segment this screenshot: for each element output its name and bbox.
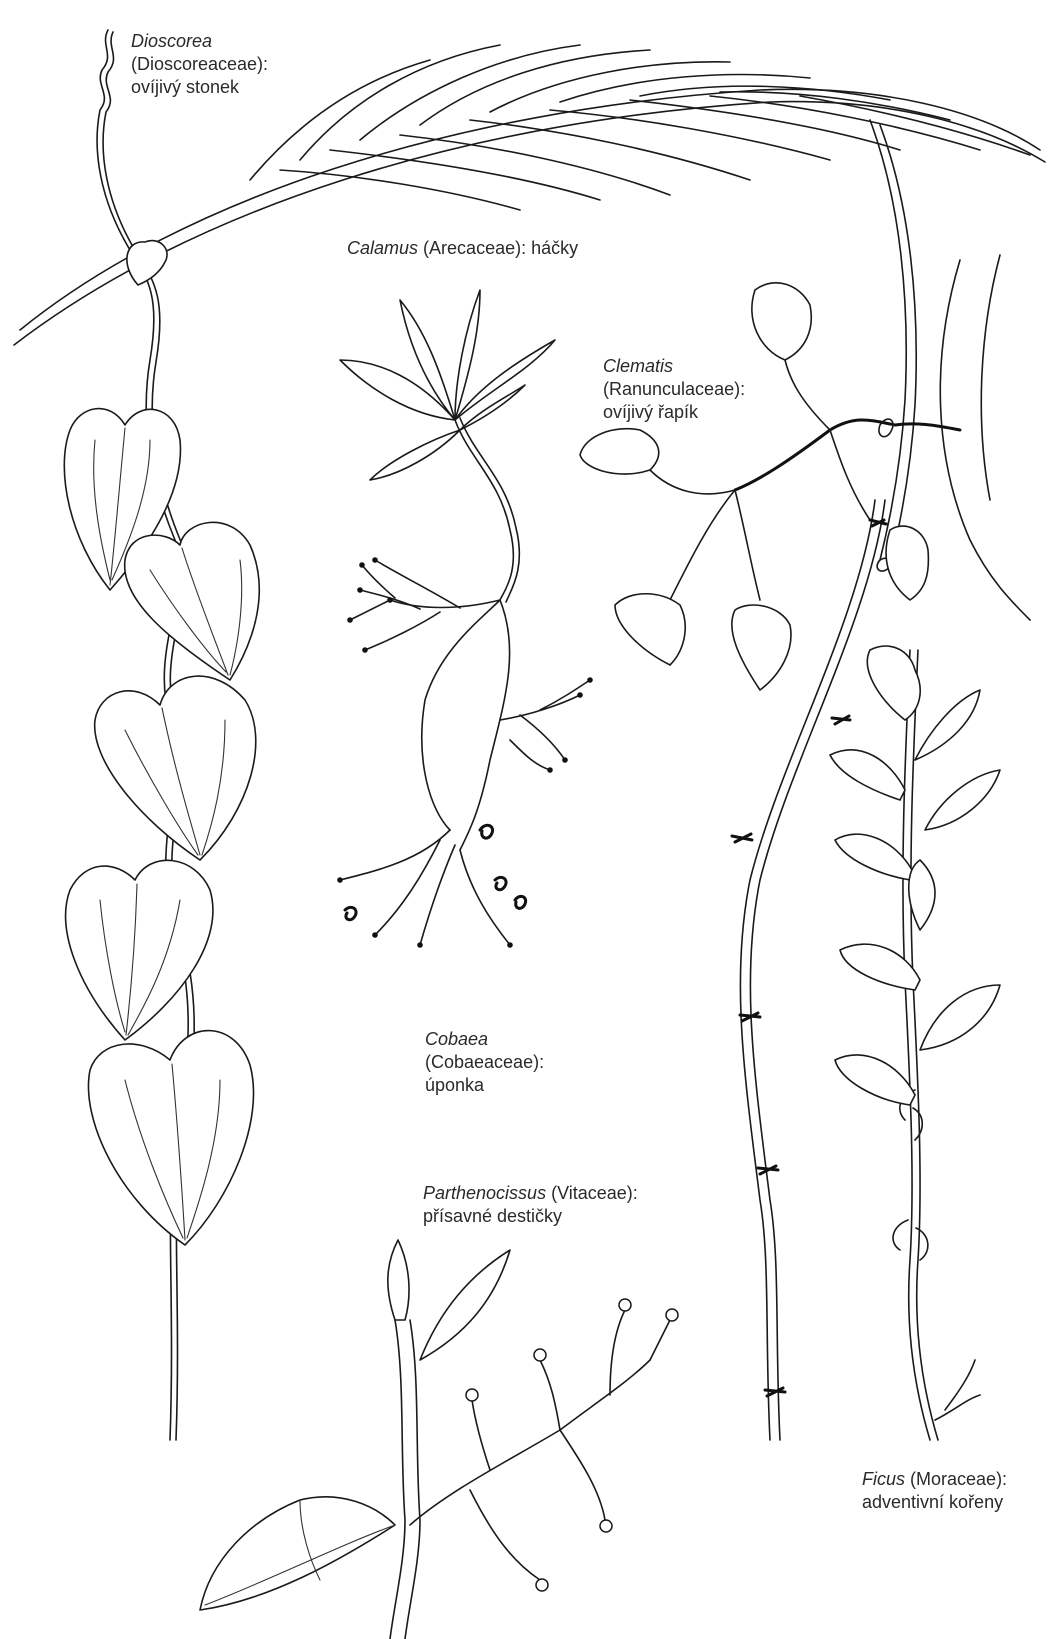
- ficus-genus: Ficus: [862, 1469, 905, 1489]
- clematis-genus: Clematis: [603, 356, 673, 376]
- clematis-desc: ovíjivý řapík: [603, 401, 745, 424]
- ficus-desc: adventivní kořeny: [862, 1491, 1007, 1514]
- parthenocissus-genus: Parthenocissus: [423, 1183, 546, 1203]
- label-cobaea: Cobaea (Cobaeaceae): úponka: [425, 1028, 544, 1097]
- dioscorea-desc: ovíjivý stonek: [131, 76, 268, 99]
- label-calamus: Calamus (Arecaceae): háčky: [347, 237, 578, 260]
- label-dioscorea: Dioscorea (Dioscoreaceae): ovíjivý stone…: [131, 30, 268, 99]
- cobaea-plant: [337, 290, 593, 948]
- parthenocissus-family: (Vitaceae):: [551, 1183, 638, 1203]
- cobaea-genus: Cobaea: [425, 1029, 488, 1049]
- cobaea-family: (Cobaeaceae):: [425, 1051, 544, 1074]
- dioscorea-plant: [64, 30, 259, 1440]
- parthenocissus-desc: přísavné destičky: [423, 1205, 638, 1228]
- clematis-family: (Ranunculaceae):: [603, 378, 745, 401]
- label-ficus: Ficus (Moraceae): adventivní kořeny: [862, 1468, 1007, 1514]
- label-clematis: Clematis (Ranunculaceae): ovíjivý řapík: [603, 355, 745, 424]
- ficus-family: (Moraceae):: [910, 1469, 1007, 1489]
- parthenocissus-plant: [200, 1240, 678, 1639]
- calamus-genus: Calamus: [347, 238, 418, 258]
- calamus-family: (Arecaceae): háčky: [423, 238, 578, 258]
- label-parthenocissus: Parthenocissus (Vitaceae): přísavné dest…: [423, 1182, 638, 1228]
- dioscorea-genus: Dioscorea: [131, 31, 212, 51]
- dioscorea-family: (Dioscoreaceae):: [131, 53, 268, 76]
- cobaea-desc: úponka: [425, 1074, 544, 1097]
- clematis-plant: [580, 283, 960, 690]
